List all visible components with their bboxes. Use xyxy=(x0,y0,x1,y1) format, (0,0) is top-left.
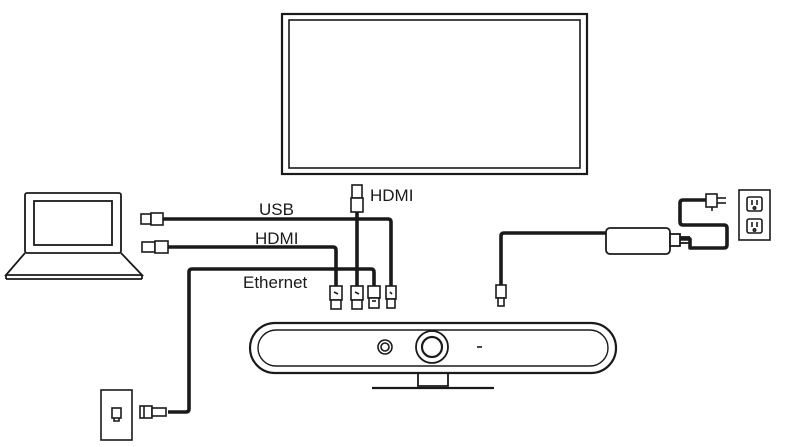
video-bar-icon xyxy=(248,321,618,390)
hdmi-display-label: HDMI xyxy=(370,186,413,205)
ethernet-plug-icon xyxy=(367,285,381,309)
usb-cable xyxy=(160,217,393,286)
hdmi-plug-icon xyxy=(350,184,364,213)
hdmi-laptop-label: HDMI xyxy=(255,229,298,248)
ethernet-label: Ethernet xyxy=(243,273,308,292)
usb-plug-icon xyxy=(140,212,164,226)
hdmi-plug-icon xyxy=(329,285,343,310)
hdmi-laptop-cable xyxy=(167,245,338,286)
ac-plug-icon xyxy=(705,193,726,211)
display-icon xyxy=(280,12,589,176)
cables xyxy=(160,198,729,414)
ethernet-wall-jack-icon xyxy=(100,389,167,441)
camera-port-plugs xyxy=(329,285,397,310)
usb-plug-icon xyxy=(385,285,397,309)
power-plug-icon xyxy=(495,284,507,307)
laptop-icon xyxy=(4,192,145,280)
power-cable xyxy=(499,231,606,285)
power-adapter-icon xyxy=(605,227,690,255)
wall-outlet-icon xyxy=(738,189,771,241)
hdmi-plug-icon xyxy=(141,240,169,254)
ethernet-cable xyxy=(168,267,376,414)
hdmi-plug-icon xyxy=(350,285,364,310)
usb-label: USB xyxy=(259,200,294,219)
ac-cord xyxy=(671,198,729,250)
